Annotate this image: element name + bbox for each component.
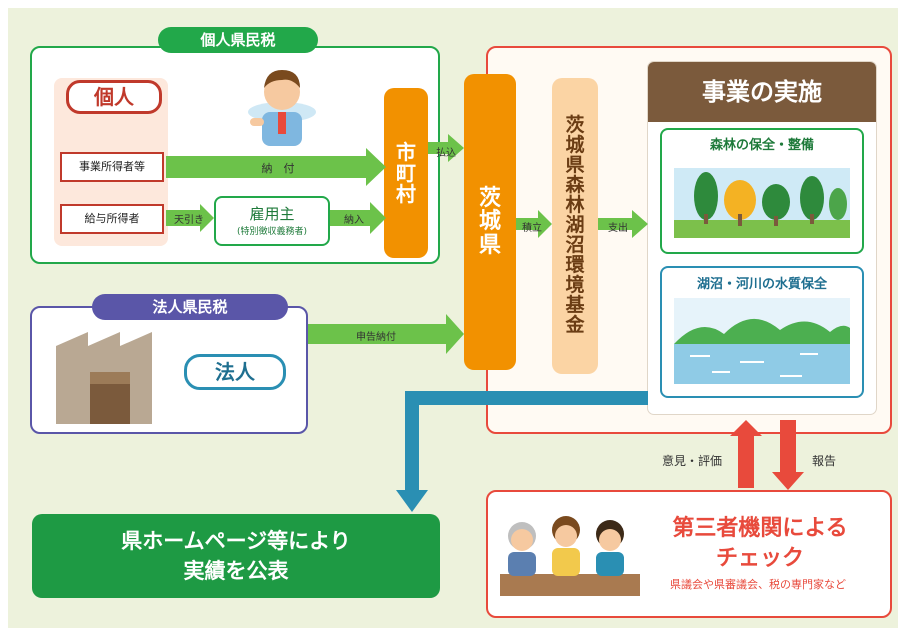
third-party-sub: 県議会や県審議会、税の専門家など xyxy=(670,578,846,591)
deposit-label: 積立 xyxy=(522,223,542,234)
third-party-title-1: 第三者機関による xyxy=(672,516,848,541)
municipality-char-3: 村 xyxy=(396,181,416,206)
filing-label: 申告納付 xyxy=(356,332,396,343)
forest-label: 森林の保全・整備 xyxy=(709,138,814,153)
remit-label: 納入 xyxy=(344,215,364,226)
fund-char-5: 林 xyxy=(565,194,585,217)
fund-char-1: 茨 xyxy=(565,114,585,137)
publish-line2: 実績を公表 xyxy=(183,559,289,583)
fund-char-7: 沼 xyxy=(565,233,585,256)
report-label: 報告 xyxy=(812,454,837,468)
employer-label: 雇用主 xyxy=(249,205,295,223)
publish-line1: 県ホームページ等により xyxy=(121,529,351,553)
prefecture-char-2: 城 xyxy=(478,209,501,235)
publish-box: 県ホームページ等により 実績を公表 xyxy=(32,514,440,598)
water-label: 湖沼・河川の水質保全 xyxy=(696,277,827,292)
corporate-label: 法人 xyxy=(184,354,286,390)
fund-char-11: 金 xyxy=(565,313,585,336)
salary-income-label: 給与所得者 xyxy=(60,204,164,234)
prefecture-char-1: 茨 xyxy=(478,186,501,212)
expense-label: 支出 xyxy=(608,223,628,234)
fund-char-6: 湖 xyxy=(565,214,585,237)
fund-char-8: 環 xyxy=(565,253,585,276)
fund-bar: 茨 城 県 森 林 湖 沼 環 境 基 金 xyxy=(552,78,598,374)
municipality-char-2: 町 xyxy=(396,160,416,185)
employer-sub: (特別徴収義務者) xyxy=(236,227,308,237)
employer-box: 雇用主 (特別徴収義務者) xyxy=(214,196,330,246)
prefecture-bar: 茨 城 県 xyxy=(464,74,516,370)
fund-char-9: 境 xyxy=(565,273,585,296)
deduction-label: 天引き xyxy=(174,215,204,226)
individual-tax-header: 個人県民税 xyxy=(158,27,318,53)
individual-label: 個人 xyxy=(66,80,162,114)
corporate-tax-header: 法人県民税 xyxy=(92,294,288,320)
fund-char-4: 森 xyxy=(565,174,585,197)
fund-char-3: 県 xyxy=(565,154,585,177)
opinion-label: 意見・評価 xyxy=(661,454,722,468)
transfer-label: 払込 xyxy=(436,148,456,159)
fund-char-2: 城 xyxy=(565,134,585,157)
prefecture-char-3: 県 xyxy=(478,232,501,258)
fund-char-10: 基 xyxy=(565,293,585,316)
projects-header: 事業の実施 xyxy=(648,62,876,122)
business-income-label: 事業所得者等 xyxy=(60,152,164,182)
payment-label: 納 付 xyxy=(261,162,295,175)
third-party-title-2: チェック xyxy=(715,546,804,571)
municipality-char-1: 市 xyxy=(396,139,416,164)
municipality-bar: 市 町 村 xyxy=(384,88,428,258)
